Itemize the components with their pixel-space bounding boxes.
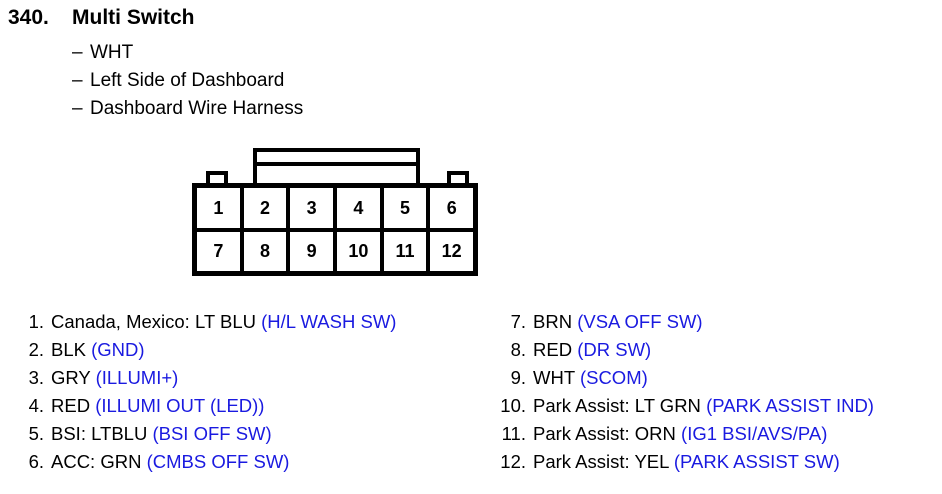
pin-wire-color: Park Assist: ORN [533,423,682,444]
connector-pin-row-bottom: 7 8 9 10 11 12 [197,231,473,271]
pin-cell-4: 4 [337,188,384,228]
pin-cell-8: 8 [244,231,291,271]
pin-signal-name: (ILLUMI+) [95,367,179,388]
pin-cell-11: 11 [384,231,431,271]
pin-number: 12. [500,451,526,472]
pin-list-item: 6. ACC: GRN (CMBS OFF SW) [14,448,396,476]
attribute-text: Left Side of Dashboard [90,70,285,91]
pin-number: 2. [28,339,44,360]
pin-cell-9: 9 [290,231,338,271]
pin-cell-1: 1 [197,188,244,228]
pin-wire-color: WHT [533,367,580,388]
connector-pin-row-top: 1 2 3 4 5 6 [197,188,473,232]
attribute-text: Dashboard Wire Harness [90,98,304,119]
pin-wire-color: RED [533,339,578,360]
pin-cell-6: 6 [446,197,457,218]
attribute-line-harness: –Dashboard Wire Harness [72,98,303,120]
pin-cell-3: 3 [290,188,338,228]
pin-wire-color: BSI: LTBLU [51,423,153,444]
dash-marker: – [72,98,83,119]
pin-signal-name: (VSA OFF SW) [577,311,703,332]
pin-signal-name: (GND) [91,339,145,360]
dash-marker: – [72,70,83,91]
pin-wire-color: GRY [51,367,96,388]
component-number: 340. [8,6,49,29]
component-name: Multi Switch [72,6,195,29]
pin-wire-color: Park Assist: LT GRN [533,395,707,416]
connector-tab-divider [253,162,420,166]
pin-number: 1. [28,311,44,332]
pin-wire-color: Canada, Mexico: LT BLU [51,311,262,332]
pin-signal-name: (DR SW) [577,339,652,360]
pin-wire-color: BLK [51,339,92,360]
pin-number: 7. [510,311,526,332]
pin-number: 6. [28,451,44,472]
pin-cell-2: 2 [244,188,291,228]
pin-number: 10. [500,395,526,416]
pin-wire-color: RED [51,395,96,416]
pin-signal-name: (SCOM) [579,367,648,388]
attribute-line-location: –Left Side of Dashboard [72,70,284,92]
pin-list-right-column: 7. BRN (VSA OFF SW) 8. RED (DR SW) 9. WHT (… [496,308,874,476]
pin-wire-color: BRN [533,311,578,332]
pin-cell-10: 10 [337,231,384,271]
pin-list-item: 5. BSI: LTBLU (BSI OFF SW) [14,420,396,448]
pin-signal-name: (IG1 BSI/AVS/PA) [681,423,828,444]
connector-notch-right [447,171,469,185]
pin-wire-color: Park Assist: YEL [533,451,674,472]
pin-number: 4. [28,395,44,416]
pin-list-item: 1. Canada, Mexico: LT BLU (H/L WASH SW) [14,308,397,336]
page-title: 340. Multi Switch [8,6,195,30]
pin-cell-7: 7 [197,231,244,271]
pin-signal-name: (ILLUMI OUT (LED)) [95,395,265,416]
pin-number: 3. [28,367,44,388]
pin-signal-name: (PARK ASSIST SW) [673,451,840,472]
pin-list-item: 10. Park Assist: LT GRN (PARK ASSIST IND) [496,392,874,420]
pin-signal-name: (H/L WASH SW) [261,311,397,332]
connector-diagram: 1 2 3 4 5 6 7 8 9 10 11 12 [192,146,484,278]
connector-top-tab [253,148,420,185]
attribute-line-connector-color: –WHT [72,42,133,64]
pin-number: 5. [28,423,44,444]
pin-cell-5: 5 [384,188,431,228]
pin-number: 9. [510,367,526,388]
pin-list-item: 3. GRY (ILLUMI+) [14,364,396,392]
pin-list-item: 7. BRN (VSA OFF SW) [496,308,874,336]
pin-signal-name: (BSI OFF SW) [152,423,272,444]
pin-list-item: 8. RED (DR SW) [496,336,874,364]
pin-cell-12: 12 [441,241,462,262]
pin-number: 8. [510,339,526,360]
pin-signal-name: (PARK ASSIST IND) [706,395,874,416]
attribute-text: WHT [90,42,134,63]
connector-notch-left [206,171,228,185]
pin-list-item: 12. Park Assist: YEL (PARK ASSIST SW) [496,448,874,476]
pin-list-left-column: 1. Canada, Mexico: LT BLU (H/L WASH SW) 2… [14,308,397,476]
pin-list-item: 2. BLK (GND) [14,336,396,364]
pin-wire-color: ACC: GRN [51,451,147,472]
pin-list-item: 9. WHT (SCOM) [496,364,874,392]
pin-list-item: 4. RED (ILLUMI OUT (LED)) [14,392,396,420]
pin-number: 11. [501,423,526,444]
pin-list-item: 11. Park Assist: ORN (IG1 BSI/AVS/PA) [496,420,874,448]
connector-body: 1 2 3 4 5 6 7 8 9 10 11 12 [192,183,478,276]
dash-marker: – [72,42,83,63]
pin-signal-name: (CMBS OFF SW) [146,451,290,472]
